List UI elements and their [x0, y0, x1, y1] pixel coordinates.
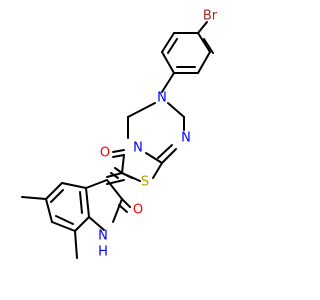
- bond: [161, 32, 175, 53]
- atom-labels: Br N N N S O O N H: [98, 9, 218, 260]
- nitrogen-label: N: [157, 91, 167, 106]
- methyl-bond: [74, 230, 78, 259]
- bond: [167, 102, 185, 118]
- bond: [112, 198, 123, 223]
- bond-c-o-carbonyl: [112, 149, 125, 153]
- bond: [51, 221, 76, 232]
- bond: [85, 179, 108, 189]
- nitrogen-label: N: [133, 141, 143, 156]
- bond: [88, 216, 105, 231]
- bond: [45, 182, 63, 200]
- bond: [61, 182, 87, 189]
- bond-c-o: [114, 167, 123, 174]
- bond: [106, 179, 123, 200]
- bond: [121, 154, 125, 174]
- bond-c-o: [121, 198, 131, 208]
- nitrogen-label: N: [98, 229, 108, 244]
- bromine-label: Br: [203, 9, 218, 24]
- oxygen-label: O: [133, 203, 143, 218]
- molecule-canvas: Br N N N S O O N H: [21, 8, 218, 260]
- bond: [203, 38, 214, 54]
- bond: [127, 102, 156, 118]
- bond-c-br: [197, 21, 208, 34]
- bond: [157, 144, 173, 159]
- bond: [85, 187, 90, 218]
- bond: [45, 198, 53, 223]
- bond-c-o: [118, 204, 128, 213]
- bond: [161, 148, 177, 164]
- bond: [167, 38, 178, 54]
- bond: [145, 152, 163, 164]
- bond: [161, 51, 175, 74]
- bond: [121, 172, 133, 179]
- bond-c-o-carbonyl: [112, 154, 125, 158]
- bond: [152, 162, 163, 179]
- bond-exocyclic-double: [106, 172, 123, 178]
- bond: [197, 32, 211, 53]
- bonds: [21, 21, 214, 259]
- bond: [197, 51, 211, 74]
- bond: [50, 189, 64, 203]
- bond: [55, 215, 74, 225]
- bond: [74, 216, 90, 232]
- hydrogen-label: H: [98, 245, 108, 260]
- oxygen-label: O: [100, 146, 110, 161]
- structure-diagram: Br N N N S O O N H: [21, 9, 218, 260]
- bond-c-n: [161, 72, 175, 93]
- nitrogen-label: N: [181, 131, 191, 146]
- methyl-bond: [21, 196, 47, 200]
- sulfur-label: S: [141, 175, 149, 190]
- bond: [79, 191, 83, 214]
